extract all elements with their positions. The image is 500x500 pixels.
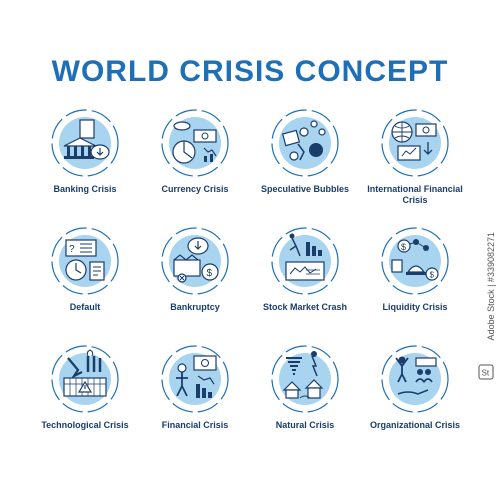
concept-label: International Financial Crisis <box>367 184 463 205</box>
bubbles-icon <box>270 108 340 178</box>
globe-icon <box>380 108 450 178</box>
concept-label: Currency Crisis <box>161 184 229 194</box>
currency-icon <box>160 108 230 178</box>
concept-item-stock-crash: Stock Market Crash <box>250 226 360 338</box>
bank-icon <box>50 108 120 178</box>
stock-watermark: Adobe Stock | #339082271 <box>486 231 496 340</box>
technology-icon <box>50 344 120 414</box>
svg-text:?: ? <box>69 244 75 255</box>
svg-text:$: $ <box>401 242 406 252</box>
concept-item-liquidity: $ $ Liquidity Crisis <box>360 226 470 338</box>
svg-text:$: $ <box>430 271 435 280</box>
concept-label: Banking Crisis <box>53 184 117 194</box>
concept-label: Technological Crisis <box>41 420 129 430</box>
bankruptcy-icon: $ <box>160 226 230 296</box>
concept-label: Default <box>69 302 101 312</box>
natural-icon <box>270 344 340 414</box>
concept-label: Stock Market Crash <box>262 302 348 312</box>
concept-item-currency: Currency Crisis <box>140 108 250 220</box>
concept-item-financial: Financial Crisis <box>140 344 250 456</box>
concept-item-technological: Technological Crisis <box>30 344 140 456</box>
concept-label: Financial Crisis <box>161 420 229 430</box>
organization-icon <box>380 344 450 414</box>
concept-label: Speculative Bubbles <box>260 184 350 194</box>
default-icon: ? <box>50 226 120 296</box>
financial-icon <box>160 344 230 414</box>
concept-item-organizational: Organizational Crisis <box>360 344 470 456</box>
concept-item-banking: Banking Crisis <box>30 108 140 220</box>
concept-label: Natural Crisis <box>275 420 335 430</box>
liquidity-icon: $ $ <box>380 226 450 296</box>
concept-label: Organizational Crisis <box>369 420 461 430</box>
svg-text:St: St <box>482 369 490 378</box>
concept-item-speculative: Speculative Bubbles <box>250 108 360 220</box>
icon-grid: Banking Crisis Currency Crisis <box>30 108 470 448</box>
page-title: WORLD CRISIS CONCEPT <box>51 55 449 88</box>
concept-label: Bankruptcy <box>170 302 220 312</box>
concept-item-default: ? Default <box>30 226 140 338</box>
concept-item-bankruptcy: $ Bankruptcy <box>140 226 250 338</box>
concept-label: Liquidity Crisis <box>382 302 448 312</box>
svg-text:$: $ <box>207 268 213 279</box>
concept-item-natural: Natural Crisis <box>250 344 360 456</box>
concept-item-international: International Financial Crisis <box>360 108 470 220</box>
stock-crash-icon <box>270 226 340 296</box>
adobe-stock-logo-icon: St <box>478 364 494 380</box>
